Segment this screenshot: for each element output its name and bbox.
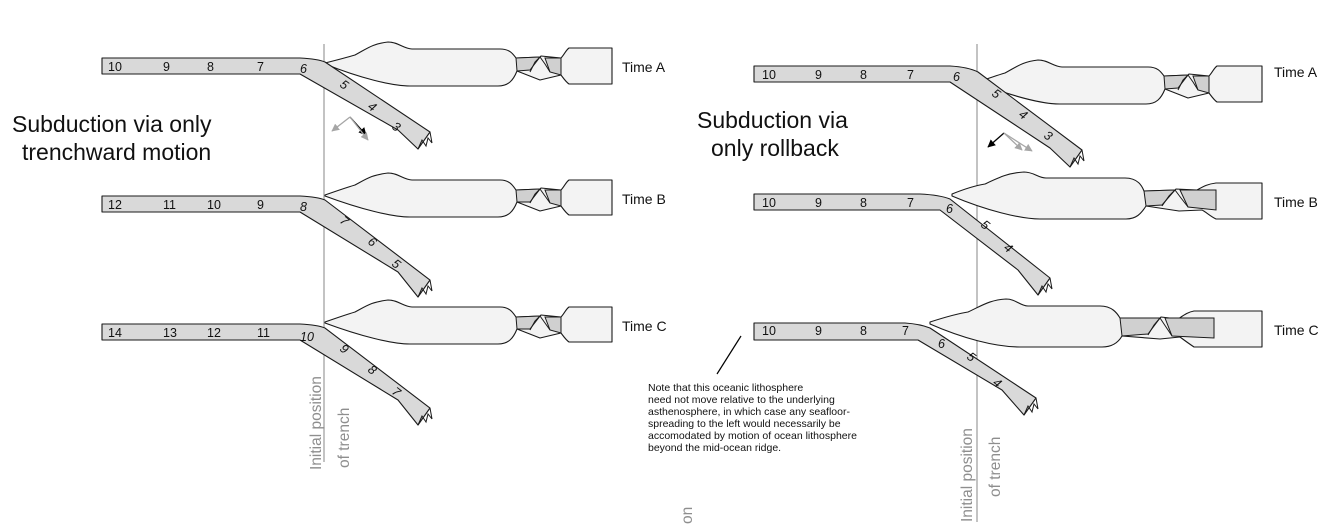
plate-number: 12 (207, 326, 221, 340)
plate-number: 9 (257, 198, 264, 212)
plate-number: 9 (815, 324, 822, 338)
plate-number: 10 (762, 196, 776, 210)
note-leader-line (716, 335, 742, 375)
oceanic-plate (753, 322, 1037, 416)
gray-vector-arrow (1003, 132, 1023, 151)
note-line: Note that this oceanic lithosphere (648, 382, 803, 394)
plate-number: 14 (108, 326, 122, 340)
continent-block (324, 41, 613, 87)
gray-vector-arrow (1003, 132, 1033, 152)
left-title-line1: Subduction via only (12, 111, 212, 137)
continent-block (977, 59, 1263, 105)
cropped-label: on (679, 507, 696, 524)
note-line: spreading to the left would necessarily … (648, 418, 841, 430)
left-panel: Initial position of trench Subduction vi… (12, 41, 667, 470)
right-panel: Initial position of trench Subduction vi… (648, 44, 1319, 524)
plate-number: 9 (815, 68, 822, 82)
right-time-b: 10 9 8 7 6 5 4 Time B (753, 171, 1318, 296)
note-line: need not move relative to the underlying (648, 394, 835, 406)
plate-number: 12 (108, 198, 122, 212)
arc-wedge (1164, 317, 1215, 339)
left-trench-label-line2: of trench (336, 408, 353, 468)
left-time-c: 14 13 12 11 10 9 8 7 Time C (101, 299, 667, 426)
time-label: Time B (622, 191, 666, 207)
right-time-c: 10 9 8 7 6 5 4 Time C (753, 298, 1319, 416)
slab-torn-end (1023, 397, 1039, 416)
time-label: Time C (1274, 322, 1319, 338)
left-time-b: 12 11 10 9 8 7 6 5 Time B (101, 172, 666, 298)
plate-number: 7 (257, 60, 264, 74)
gray-vector-arrow (331, 116, 351, 132)
oceanic-plate (101, 323, 431, 426)
right-time-a: 10 9 8 7 6 5 4 3 Time A (753, 59, 1318, 168)
plate-number: 8 (207, 60, 214, 74)
arc-wedge (1143, 189, 1177, 207)
slab-torn-end (417, 407, 433, 426)
plate-number: 8 (860, 68, 867, 82)
oceanic-plate (753, 193, 1051, 296)
left-time-a: 10 9 8 7 6 5 4 3 Time A (101, 41, 666, 150)
continent-block (324, 299, 613, 345)
left-trench-label-line1: Initial position (308, 376, 325, 470)
slab-torn-end (417, 279, 433, 298)
plate-number: 10 (762, 68, 776, 82)
hinge-number: 10 (300, 330, 314, 344)
slab-torn-end (1037, 277, 1053, 296)
time-label: Time C (622, 318, 667, 334)
right-trench-label-line2: of trench (987, 437, 1004, 497)
right-trench-label-line1: Initial position (959, 428, 976, 522)
arc-wedge (1163, 74, 1190, 90)
gray-vector-arrow (349, 116, 369, 141)
plate-number: 11 (163, 198, 176, 212)
right-title-line2: only rollback (711, 135, 839, 161)
oceanic-plate (101, 195, 431, 298)
oceanic-plate (101, 57, 431, 150)
slab-torn-end (1069, 149, 1085, 168)
arc-wedge (544, 57, 562, 76)
rollback-motion-arrow (987, 132, 1005, 148)
arc-wedge (544, 316, 562, 334)
continent-block (324, 172, 613, 218)
note-line: beyond the mid-ocean ridge. (648, 442, 781, 454)
oceanic-plate (753, 65, 1083, 168)
hinge-number: 6 (938, 337, 945, 351)
plate-number: 9 (163, 60, 170, 74)
plate-number: 8 (860, 324, 867, 338)
arc-wedge (1179, 189, 1217, 211)
left-title-line2: trenchward motion (22, 139, 211, 165)
arc-wedge (1192, 75, 1210, 94)
plate-number: 9 (815, 196, 822, 210)
hinge-number: 8 (300, 200, 307, 214)
time-label: Time B (1274, 194, 1318, 210)
plate-number: 7 (902, 324, 909, 338)
plate-number: 7 (907, 68, 914, 82)
plate-number: 10 (207, 198, 221, 212)
time-label: Time A (622, 59, 666, 75)
time-label: Time A (1274, 64, 1318, 80)
plate-number: 11 (257, 326, 270, 340)
arc-wedge (515, 56, 542, 72)
plate-number: 13 (163, 326, 177, 340)
hinge-number: 6 (953, 70, 960, 84)
arc-wedge (1119, 317, 1161, 337)
arc-wedge (544, 189, 562, 207)
note-line: asthenosphere, in which case any seafloo… (648, 406, 850, 418)
note-text: Note that this oceanic lithosphere need … (648, 382, 857, 454)
plate-number: 10 (762, 324, 776, 338)
note-line: accomodated by motion of ocean lithosphe… (648, 430, 857, 442)
hinge-number: 6 (946, 202, 953, 216)
continent-block (951, 171, 1263, 220)
hinge-number: 6 (300, 62, 307, 76)
plate-number: 7 (907, 196, 914, 210)
plate-number: 8 (860, 196, 867, 210)
right-title-line1: Subduction via (697, 107, 848, 133)
plate-number: 10 (108, 60, 122, 74)
slab-torn-end (417, 131, 433, 150)
